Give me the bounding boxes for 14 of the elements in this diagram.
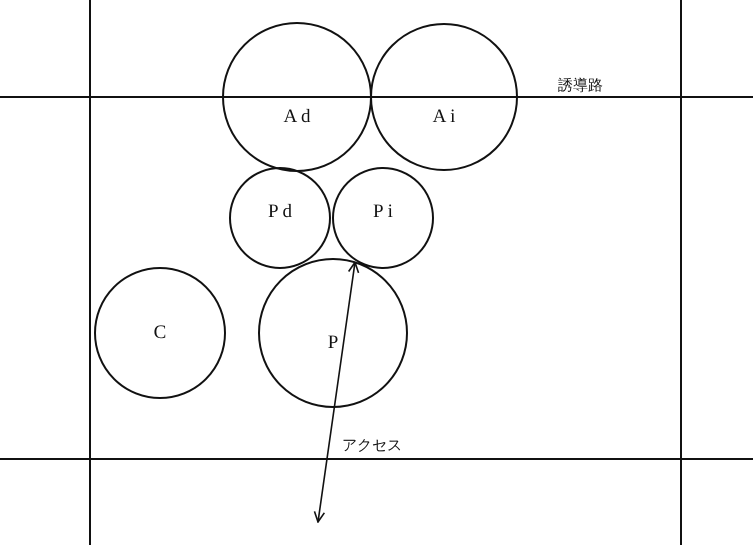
road-label: 誘導路 xyxy=(557,76,604,95)
circle-node xyxy=(332,167,434,269)
node-label: P xyxy=(328,332,338,354)
node-label: A i xyxy=(432,106,456,128)
circle-node xyxy=(370,23,518,171)
circle-node xyxy=(94,267,226,399)
node-label: P d xyxy=(268,201,292,223)
access-arrow xyxy=(314,262,360,523)
node-label: A d xyxy=(284,106,310,128)
circle-node xyxy=(258,258,408,408)
node-label: C xyxy=(154,322,166,344)
circle-node xyxy=(229,167,331,269)
circle-node xyxy=(222,22,372,172)
node-label: P i xyxy=(373,201,393,223)
